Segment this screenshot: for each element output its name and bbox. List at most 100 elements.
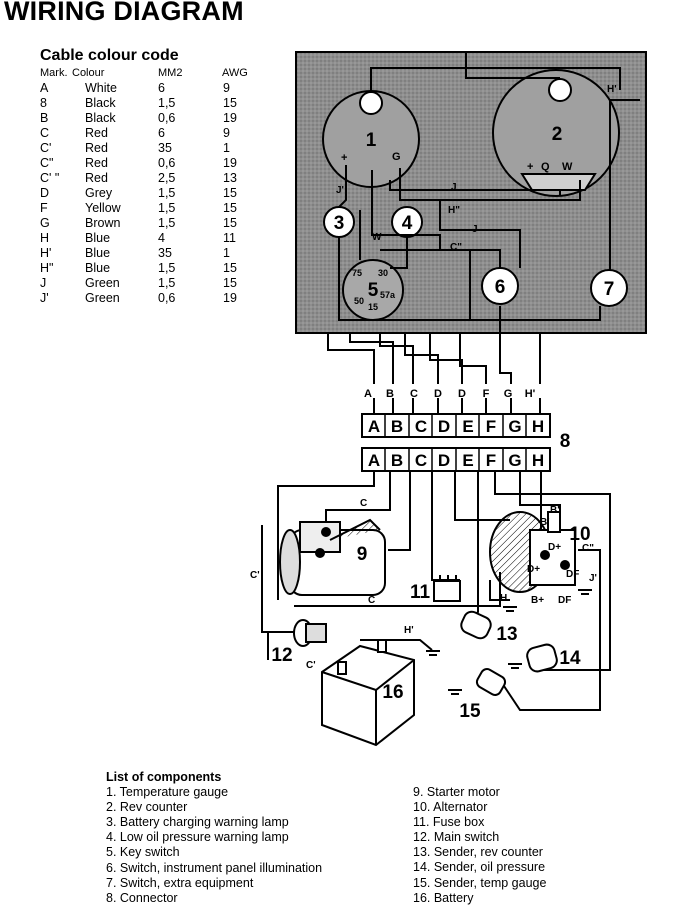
wm-df: DF	[566, 569, 579, 580]
fuse-box	[433, 575, 461, 602]
cable-code-awg: 19	[223, 291, 237, 305]
header-colour: Colour	[72, 67, 105, 79]
components-title: List of components	[106, 770, 222, 784]
conn-u-h: H	[532, 417, 544, 436]
cable-code-awg: 15	[223, 276, 237, 290]
cable-code-mm2: 4	[158, 231, 165, 245]
ks-15: 15	[368, 302, 378, 312]
terminal-q: Q	[541, 161, 550, 173]
cable-code-mm2: 1,5	[158, 216, 176, 230]
wire-top-a: A	[364, 388, 372, 400]
wire-top-d1: D	[434, 388, 442, 400]
wm-j-prime-2: J'	[589, 573, 597, 584]
components-right: 9. Starter motor 10. Alternator 11. Fuse…	[413, 785, 546, 906]
cable-code-mm2: 1,5	[158, 276, 176, 290]
conn-l-e: E	[462, 451, 473, 470]
temperature-gauge	[322, 90, 420, 188]
cable-code-mark: D	[40, 186, 50, 200]
cable-code-mm2: 0,6	[158, 156, 176, 170]
cable-code-awg: 11	[223, 231, 236, 245]
cable-code-colour: Green	[85, 276, 120, 290]
cable-code-awg: 1	[223, 141, 230, 155]
cable-code-mm2: 6	[158, 126, 165, 140]
cable-code-row: C' Red 35 1	[40, 141, 290, 156]
cable-code-mark: J	[40, 276, 47, 290]
cable-code-row: J Green 1,5 15	[40, 276, 290, 291]
conn-l-g: G	[508, 451, 521, 470]
label-12: 12	[271, 645, 292, 666]
conn-u-g: G	[508, 417, 521, 436]
cable-code-awg: 1	[223, 246, 230, 260]
header-awg: AWG	[222, 67, 248, 79]
conn-u-c: C	[415, 417, 427, 436]
alt-b-plus: B+	[531, 595, 544, 606]
wm-j-2: J	[472, 224, 478, 235]
terminal-g: G	[392, 151, 401, 163]
cable-code-title: Cable colour code	[40, 47, 179, 64]
wm-c-prime-2: C'	[306, 660, 316, 671]
conn-u-b: B	[391, 417, 403, 436]
label-15: 15	[459, 701, 481, 722]
cable-code-colour: Green	[85, 291, 120, 305]
component-10: 10. Alternator	[413, 800, 488, 815]
cable-code-mark: 8	[40, 96, 47, 110]
cable-code-mark: G	[40, 216, 50, 230]
cable-code-mark: C"	[40, 156, 54, 170]
label-11: 11	[410, 582, 431, 603]
component-13: 13. Sender, rev counter	[413, 845, 543, 860]
ks-30: 30	[378, 268, 388, 278]
alt-df: DF	[558, 595, 571, 606]
ks-50: 50	[354, 296, 364, 306]
label-6: 6	[495, 277, 506, 298]
wire-top-g: G	[504, 388, 513, 400]
cable-code-colour: Blue	[85, 231, 111, 245]
cable-code-mark: H'	[40, 246, 52, 260]
component-8: 8. Connector	[106, 890, 178, 905]
cable-code-awg: 15	[223, 201, 237, 215]
component-9: 9. Starter motor	[413, 785, 500, 799]
wm-c-1: C	[360, 498, 367, 509]
terminal-w: W	[562, 161, 573, 173]
cable-code-mark: C'	[40, 141, 52, 155]
battery	[321, 639, 415, 747]
cable-code-mark: H"	[40, 261, 54, 275]
cable-code-colour: Blue	[85, 246, 111, 260]
label-3: 3	[334, 213, 345, 234]
conn-l-h: H	[532, 451, 544, 470]
component-15: 15. Sender, temp gauge	[413, 875, 547, 890]
label-16: 16	[382, 682, 403, 703]
ks-75: 75	[352, 268, 362, 278]
cable-code-mm2: 35	[158, 141, 172, 155]
main-switch	[293, 619, 327, 647]
cable-code-colour: Black	[85, 111, 116, 125]
cable-code-mm2: 1,5	[158, 186, 176, 200]
cable-code-mm2: 2,5	[158, 171, 176, 185]
component-5: 5. Key switch	[106, 845, 180, 860]
conn-l-f: F	[486, 451, 496, 470]
cable-code-colour: Red	[85, 171, 108, 185]
wm-c-prime-1: C'	[250, 570, 260, 581]
cable-code-mark: F	[40, 201, 48, 215]
cable-code-colour: Grey	[85, 186, 113, 200]
cable-code-mark: H	[40, 231, 50, 245]
cable-code-mm2: 0,6	[158, 111, 176, 125]
conn-u-e: E	[462, 417, 473, 436]
cable-code-colour: Blue	[85, 261, 111, 275]
wm-c-2: C	[368, 595, 375, 606]
wm-h-dbl: H"	[448, 205, 460, 216]
cable-code-colour: Red	[85, 141, 108, 155]
cable-code-colour: Yellow	[85, 201, 121, 215]
wm-c-dbl-2: C"	[582, 543, 594, 554]
cable-code-mm2: 6	[158, 81, 165, 95]
label-2: 2	[552, 124, 563, 145]
label-1: 1	[366, 130, 377, 151]
component-11: 11. Fuse box	[413, 815, 485, 830]
oil-sender	[526, 643, 558, 673]
